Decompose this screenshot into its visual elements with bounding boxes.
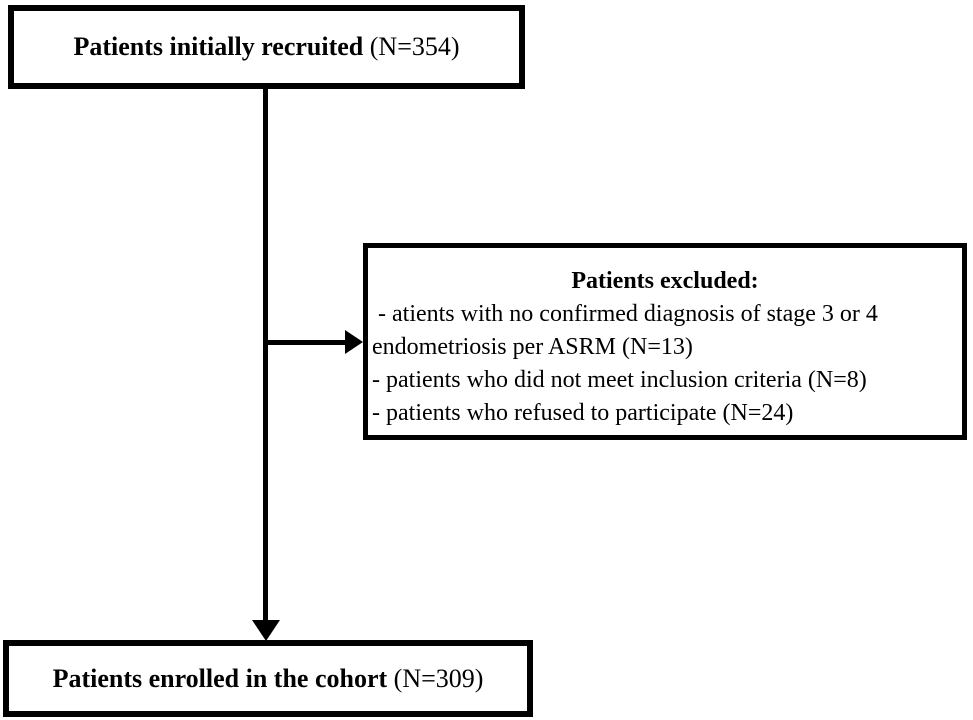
connector-horizontal-line (263, 340, 345, 345)
arrow-down-icon (252, 620, 280, 641)
label-count-text: (N=354) (363, 32, 460, 61)
label-bold-text: Patients enrolled in the cohort (52, 663, 388, 693)
connector-vertical-line (263, 89, 268, 621)
label-count-text: (N=309) (387, 663, 484, 693)
label-bold-text: Patients initially recruited (73, 32, 364, 61)
box-patients-enrolled: Patients enrolled in the cohort (N=309) (3, 640, 533, 717)
box-patients-initially-recruited: Patients initially recruited (N=354) (8, 5, 525, 89)
arrow-right-icon (345, 330, 363, 354)
excluded-reason-line: - patients who did not meet inclusion cr… (372, 367, 867, 393)
excluded-reason-line: - atients with no confirmed diagnosis of… (372, 301, 878, 327)
box-patients-initially-recruited-label: Patients initially recruited (N=354) (73, 32, 459, 62)
excluded-box-title: Patients excluded: (571, 268, 759, 294)
excluded-reason-line: endometriosis per ASRM (N=13) (372, 334, 693, 360)
box-patients-enrolled-label: Patients enrolled in the cohort (N=309) (53, 664, 484, 694)
excluded-reason-line: - patients who refused to participate (N… (372, 400, 794, 426)
box-patients-excluded: Patients excluded: - atients with no con… (363, 243, 967, 440)
